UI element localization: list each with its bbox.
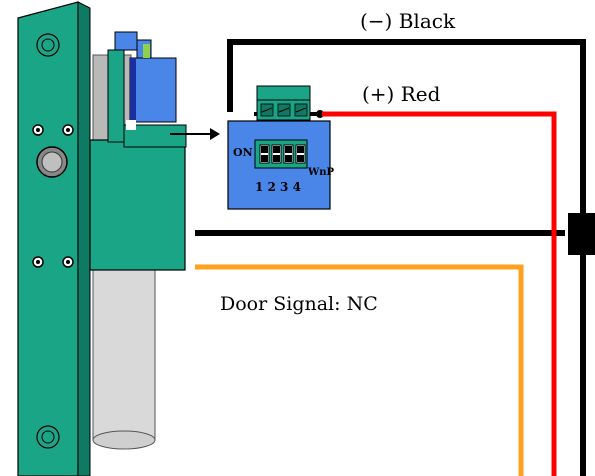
lock-body <box>89 49 187 271</box>
brand-label: WnP <box>307 167 335 178</box>
sensor-button-icon <box>36 146 68 178</box>
dip-on-label: ON <box>233 146 253 159</box>
dip-switch <box>254 139 308 169</box>
screw-icon <box>36 33 60 57</box>
red-wire-label: (+) Red <box>362 82 441 106</box>
dip-numbers: 1 2 3 4 <box>255 180 301 194</box>
black-wire-label: (−) Black <box>360 9 456 33</box>
black-wire <box>195 39 595 476</box>
red-wire <box>322 111 557 476</box>
terminal-block <box>256 85 311 121</box>
bolt-hole-icon <box>32 124 74 268</box>
orange-wire <box>195 264 524 476</box>
mounting-plate <box>17 1 91 476</box>
door-signal-label: Door Signal: NC <box>220 293 378 315</box>
lock-module <box>114 31 177 130</box>
arrow-icon <box>170 128 220 140</box>
screw-icon <box>36 425 60 449</box>
control-module: ON 1 2 3 4 WnP <box>227 85 335 210</box>
